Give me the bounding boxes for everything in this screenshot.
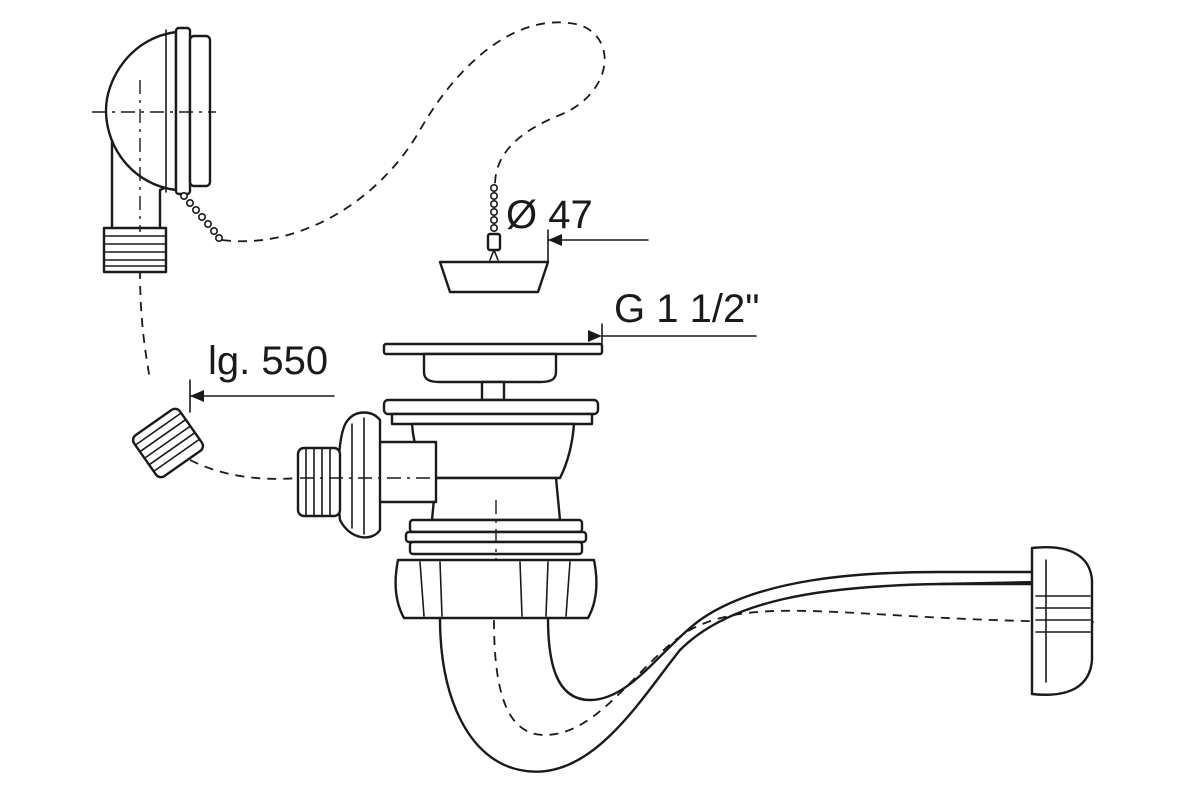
- thread-size-label: G 1 1/2": [614, 287, 759, 331]
- plug-chain: [486, 184, 502, 261]
- hose-length-label: lg. 550: [208, 339, 328, 383]
- dimension-hose-length: [189, 379, 335, 413]
- plug-stopper: [438, 260, 550, 294]
- overflow-head: [92, 26, 224, 274]
- drain-strainer: [382, 342, 604, 402]
- dimension-plug-diameter: [547, 229, 649, 263]
- hose-end-fitting: [131, 407, 205, 479]
- overflow-inlet: [296, 411, 470, 539]
- plug-diameter-label: Ø 47: [506, 193, 593, 237]
- drain-body: [382, 398, 600, 620]
- overflow-hose: [139, 21, 606, 480]
- dimension-thread-size: [588, 323, 757, 351]
- trap-pipe: [438, 546, 1101, 773]
